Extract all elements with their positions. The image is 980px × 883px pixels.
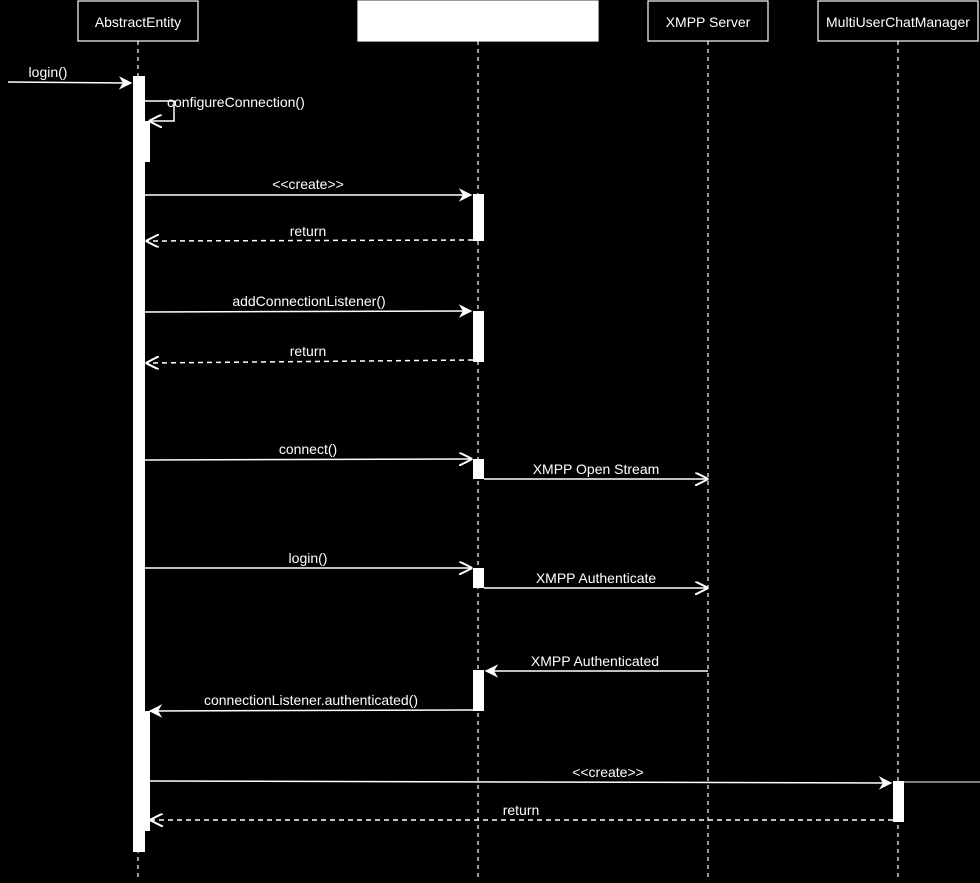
message-arrow-listener-authenticated <box>148 704 474 718</box>
message-label-add-listener: addConnectionListener() <box>232 293 385 309</box>
message-label-open-stream: XMPP Open Stream <box>533 461 660 477</box>
participant-box <box>817 0 979 42</box>
message-label-create-connection: <<create>> <box>272 176 344 192</box>
activation-connection-add-listener <box>473 311 484 362</box>
activation-abstract-entity-main <box>133 76 145 852</box>
participant-box <box>77 0 199 42</box>
message-label-create-muc: <<create>> <box>572 764 644 780</box>
message-arrow-connect <box>144 459 471 460</box>
activation-connection-create <box>473 194 484 241</box>
participant-connection[interactable] <box>357 0 599 42</box>
message-label-authenticate: XMPP Authenticate <box>536 570 657 586</box>
activation-abstract-entity-authenticated <box>143 711 150 831</box>
message-arrow-login-in <box>7 76 133 90</box>
activation-connection-authenticated <box>473 670 484 711</box>
participant-box <box>647 0 769 42</box>
participant-label: MultiUserChatManager <box>826 14 970 30</box>
message-label-return-3: return <box>503 802 540 818</box>
participant-abstract-entity[interactable]: AbstractEntity <box>77 0 199 42</box>
message-arrow-return-2 <box>147 360 474 363</box>
activation-connection-connect <box>473 459 484 479</box>
message-arrow-configure <box>145 100 175 121</box>
participant-xmpp-server[interactable]: XMPP Server <box>647 0 769 42</box>
activation-muc-create <box>893 781 904 822</box>
participant-label: XMPP Server <box>666 14 751 30</box>
message-label-return-1: return <box>290 223 327 239</box>
message-arrow-add-listener <box>144 304 473 318</box>
participant-label: AbstractEntity <box>95 14 181 30</box>
message-label-connect: connect() <box>279 441 337 457</box>
participant-multi-user-chat-manager[interactable]: MultiUserChatManager <box>817 0 979 42</box>
message-label-listener-authenticated: connectionListener.authenticated() <box>204 692 418 708</box>
message-arrow-return-1 <box>147 240 474 241</box>
message-label-return-2: return <box>290 343 327 359</box>
participant-box <box>357 0 599 42</box>
message-label-configure: configureConnection() <box>167 94 305 110</box>
activation-abstract-entity-configure <box>143 121 150 162</box>
message-label-login: login() <box>289 550 328 566</box>
message-label-login-in: login() <box>29 64 68 80</box>
message-arrow-create-muc <box>149 776 893 790</box>
message-label-authenticated: XMPP Authenticated <box>531 653 659 669</box>
activation-connection-login <box>473 568 484 588</box>
